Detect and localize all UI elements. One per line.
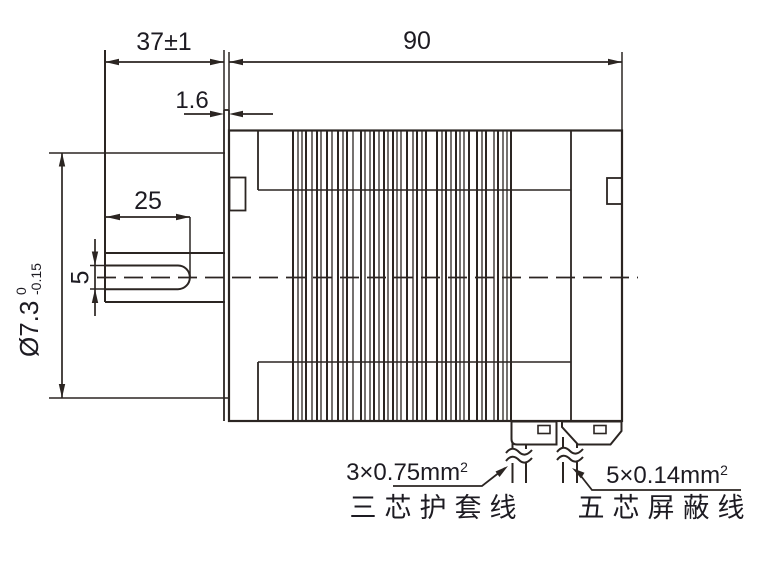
arrowhead-left-icon <box>229 58 243 66</box>
shaft-diameter-tol-upper: 0 <box>13 287 29 295</box>
rear-side-boss <box>606 177 623 205</box>
motor-body <box>227 129 624 423</box>
arrowhead-left-icon <box>105 58 119 66</box>
dim-label-plate-thickness: 1.6 <box>175 87 208 114</box>
arrowhead-left-icon <box>229 110 243 118</box>
dim-label-body-length: 90 <box>403 27 431 55</box>
cable-2-spec-main: 5×0.14mm <box>606 462 720 489</box>
dim-label-flat-length: 25 <box>134 187 162 215</box>
dim-label-shaft-diameter: Ø7.3 0 -0.15 <box>13 263 44 357</box>
dimension-flat-width: 5 <box>67 239 104 316</box>
arrowhead-right-icon <box>210 58 224 66</box>
connector-latch-right <box>593 424 607 435</box>
cable-break-icon <box>556 446 584 455</box>
cooling-fins <box>292 130 512 421</box>
connector-latch-left <box>537 424 551 435</box>
dimension-flat-length: 25 <box>106 187 191 277</box>
cable-2-spec-superscript: 2 <box>720 462 728 478</box>
dimension-shaft-diameter: Ø7.3 0 -0.15 <box>13 152 230 399</box>
arrowhead-right-icon <box>210 110 224 118</box>
arrowhead-up-icon <box>58 152 66 167</box>
cable-1-spec-main: 3×0.75mm <box>346 459 460 486</box>
cable-break-icon <box>505 455 533 464</box>
leader-arrowhead-icon <box>495 466 508 477</box>
cable-1-name: 三芯护套线 <box>350 493 525 523</box>
cable-2-spec: 5×0.14mm2 <box>606 462 728 489</box>
cable-2-name: 五芯屏蔽线 <box>578 493 753 523</box>
arrowhead-right-icon <box>176 213 190 221</box>
shaft-diameter-value: Ø7.3 <box>14 301 44 357</box>
dimension-body-length: 90 <box>229 27 623 131</box>
connector-housing <box>505 420 623 483</box>
cable-break-icon <box>505 447 533 456</box>
dimension-front-length: 37±1 <box>105 28 224 66</box>
dim-label-front-length: 37±1 <box>136 28 191 56</box>
cable-2-callout: 5×0.14mm2 五芯屏蔽线 <box>572 462 753 523</box>
cable-1-spec-superscript: 2 <box>460 459 468 475</box>
arrowhead-down-icon <box>58 384 66 398</box>
cable-1-callout: 3×0.75mm2 三芯护套线 <box>346 459 525 523</box>
leader-line <box>576 470 741 491</box>
arrowhead-left-icon <box>106 213 120 221</box>
dim-label-flat-width: 5 <box>67 271 95 285</box>
arrowhead-right-icon <box>608 58 622 66</box>
arrowhead-down-icon <box>91 251 99 266</box>
cable-1-spec: 3×0.75mm2 <box>346 459 468 486</box>
leader-arrowhead-icon <box>572 468 585 479</box>
cable-break-icon <box>556 454 584 463</box>
arrowhead-up-icon <box>91 289 99 303</box>
front-side-boss <box>228 176 247 212</box>
connector-block-left <box>510 420 558 446</box>
motor-shaft <box>104 50 225 303</box>
connector-block-right <box>561 420 623 446</box>
dimension-plate-thickness: 1.6 <box>175 50 273 118</box>
shaft-flat-outline <box>105 264 191 291</box>
shaft-diameter-tol-lower: -0.15 <box>28 263 44 295</box>
